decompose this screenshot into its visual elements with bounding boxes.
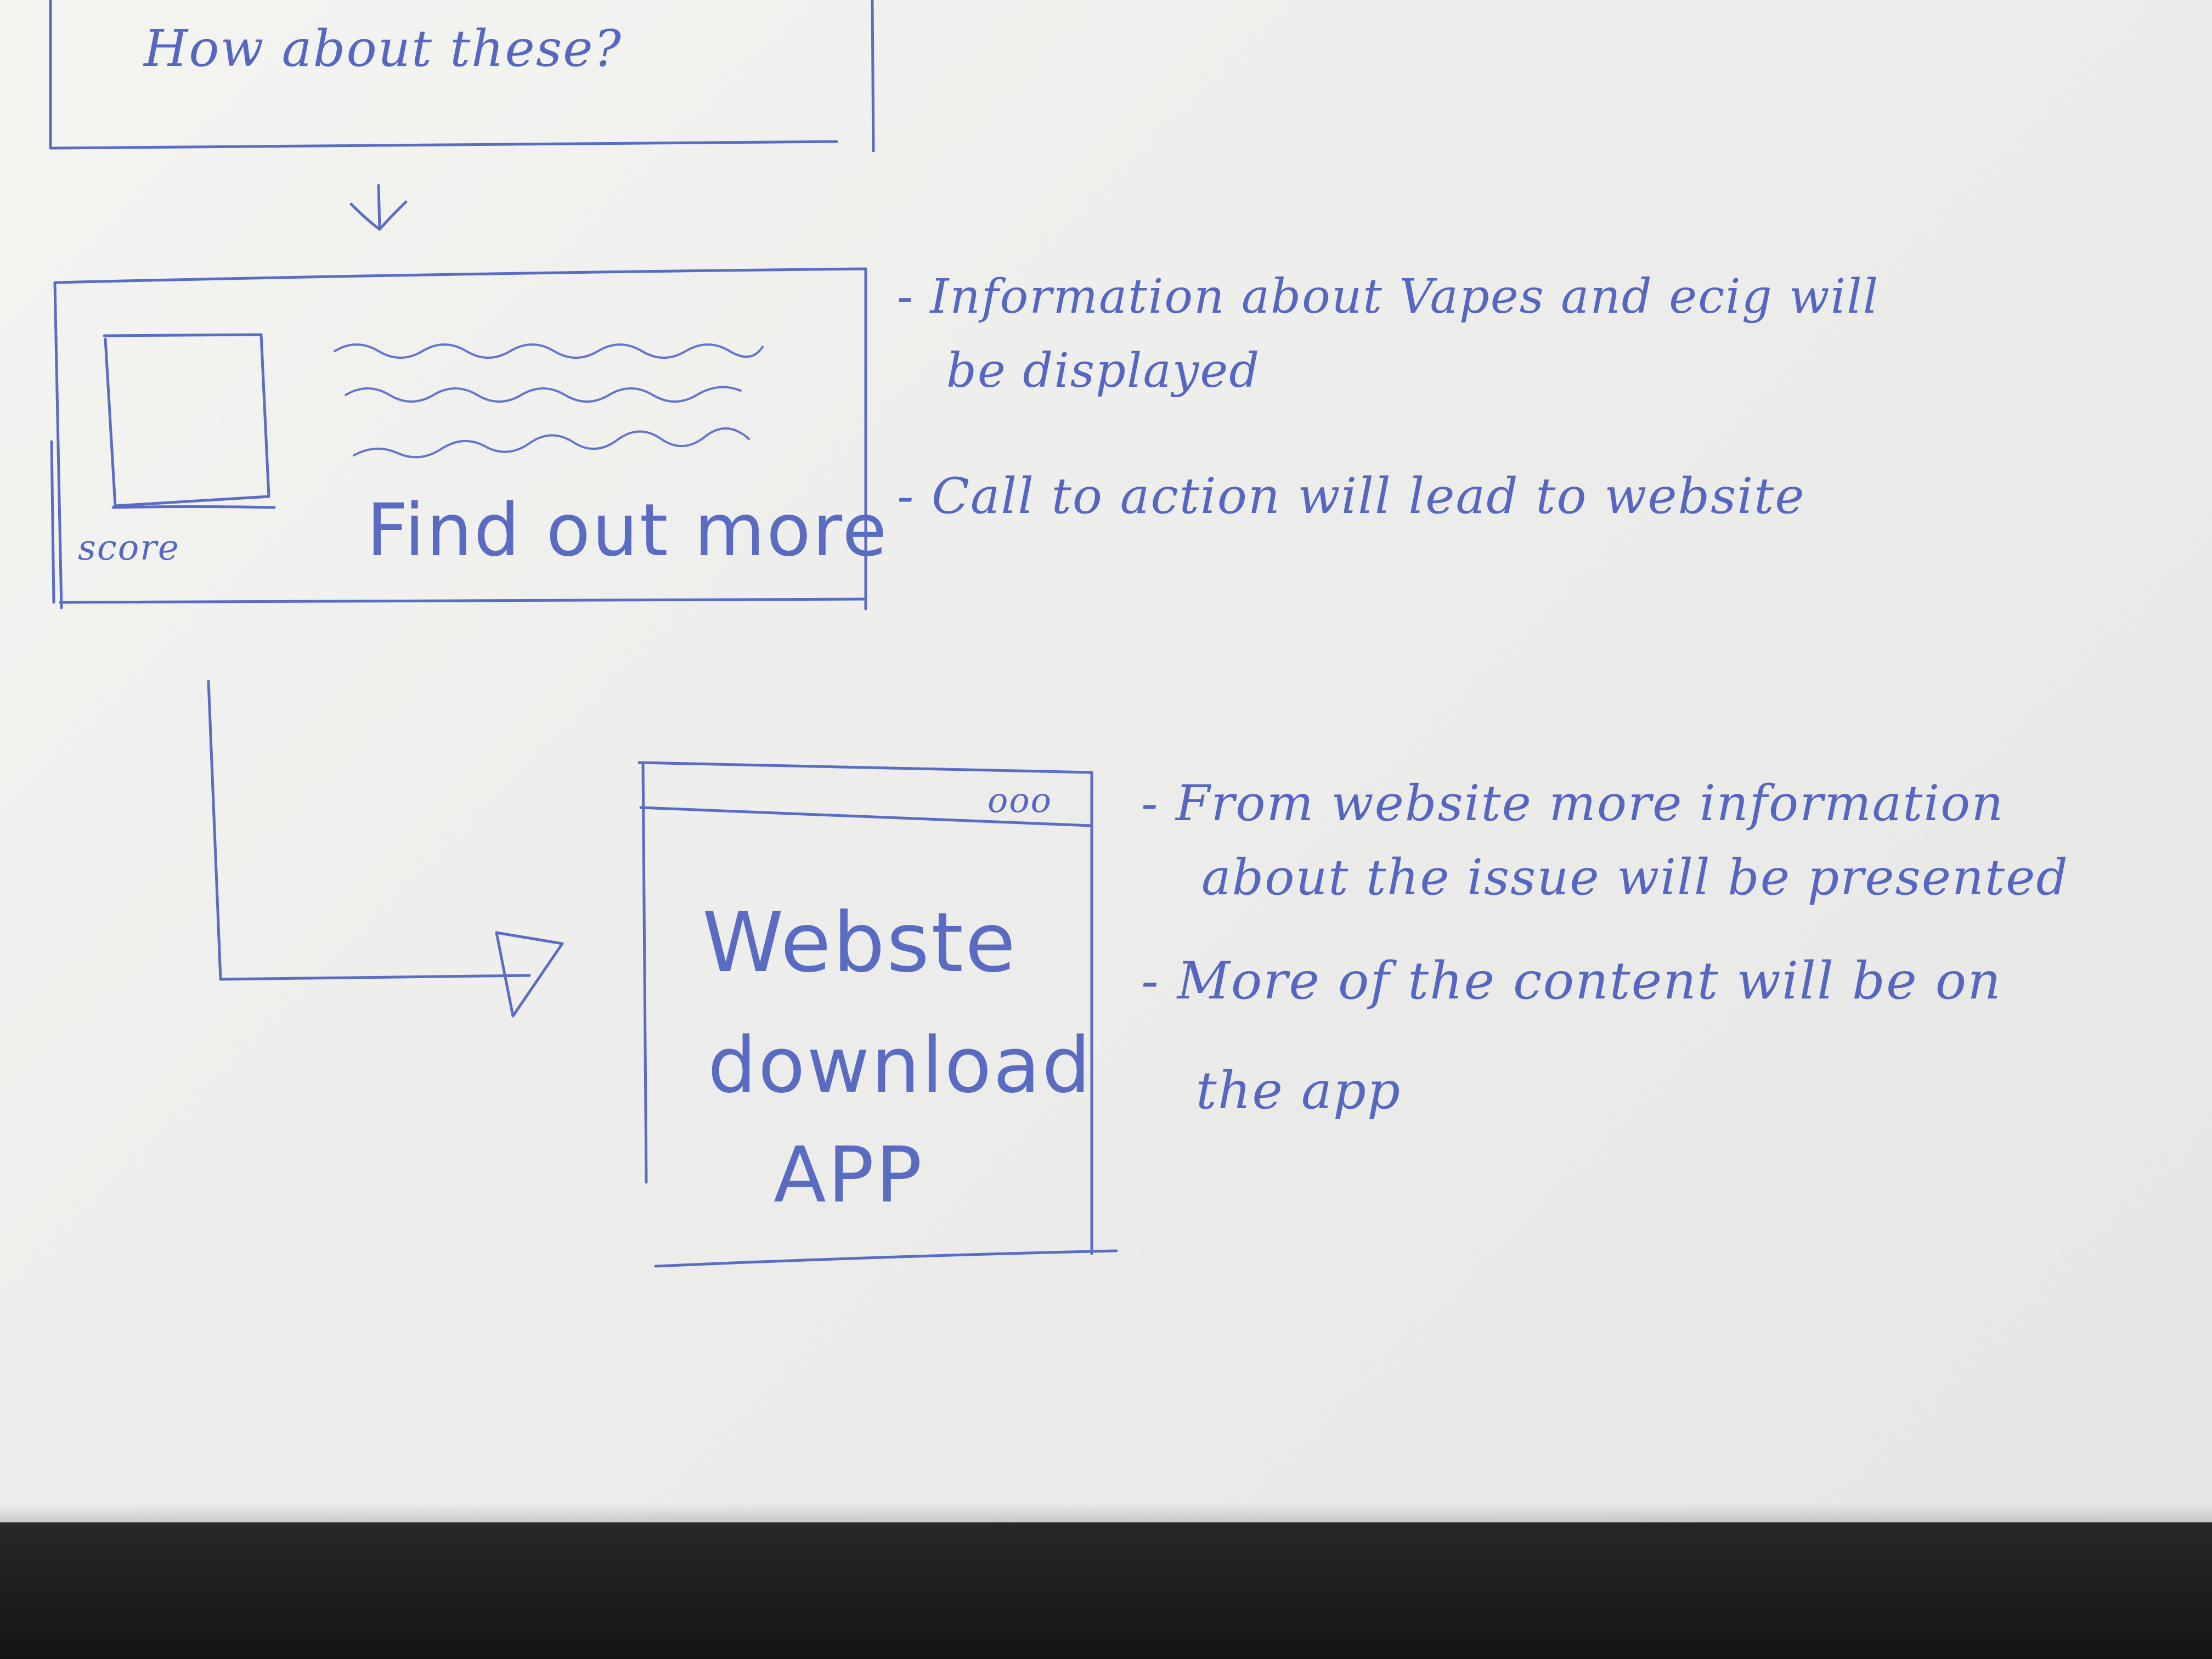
note-website-1-line-1: - From website more information xyxy=(1141,775,2004,832)
website-line-1: Webste xyxy=(702,895,1017,991)
website-line-2: download xyxy=(708,1021,1092,1110)
window-dots: ooo xyxy=(988,780,1052,820)
screen-website: ooo Webste download APP xyxy=(637,761,1118,1268)
text-placeholder-line-1 xyxy=(334,343,764,359)
note-website-2-line-1: - More of the content will be on xyxy=(1141,951,2002,1011)
note-info-1-line-1: - Information about Vapes and ecig will xyxy=(897,269,1879,324)
screen-top-frame xyxy=(49,0,875,153)
screen-top: How about these? xyxy=(49,0,875,153)
elbow-arrow xyxy=(207,680,564,1018)
elbow-arrow-head xyxy=(495,931,564,1018)
image-placeholder xyxy=(103,333,276,509)
note-website-1-line-2: about the issue will be presented xyxy=(1201,849,2069,906)
cta-label: Find out more xyxy=(366,488,888,573)
arrow-down xyxy=(349,184,408,231)
paper-sheet xyxy=(0,0,2212,1522)
text-placeholder-line-3 xyxy=(353,427,750,459)
note-website-2-line-2: the app xyxy=(1196,1061,1401,1121)
screen-info: score Find out more xyxy=(50,267,888,611)
screen-website-frame xyxy=(637,761,1118,1268)
notes-website: - From website more information about th… xyxy=(1141,775,2069,1121)
website-line-3: APP xyxy=(774,1131,924,1220)
arrow-down-shaft xyxy=(377,184,381,231)
image-label: score xyxy=(78,528,180,568)
screen-top-text: How about these? xyxy=(143,19,622,78)
elbow-arrow-line xyxy=(207,680,531,981)
note-info-2: - Call to action will lead to website xyxy=(897,467,1805,525)
background-surface xyxy=(0,1522,2212,1659)
notes-info: - Information about Vapes and ecig will … xyxy=(897,269,1879,525)
screen-info-frame xyxy=(50,267,867,611)
note-info-1-line-2: be displayed xyxy=(946,343,1260,398)
arrow-down-head xyxy=(349,200,408,231)
text-placeholder-line-2 xyxy=(345,386,742,403)
